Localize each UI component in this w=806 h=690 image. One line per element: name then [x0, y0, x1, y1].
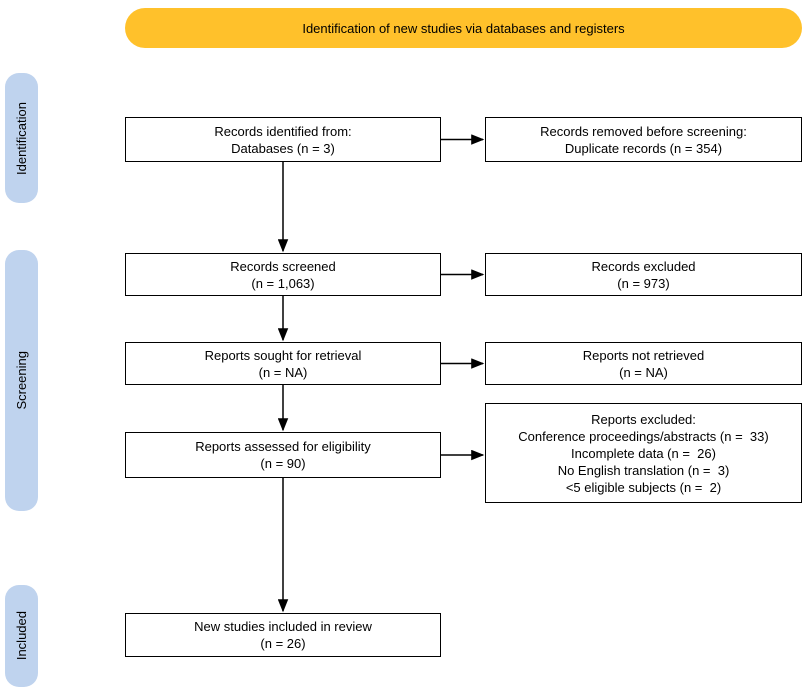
box-records-excluded-line-1: Records excluded	[591, 258, 696, 274]
stage-label-screening: Screening	[5, 250, 38, 511]
box-reports-excluded: Reports excluded: Conference proceedings…	[485, 403, 802, 503]
box-records-screened-line-2: (n = 1,063)	[251, 275, 315, 291]
stage-label-identification: Identification	[5, 73, 38, 203]
box-new-studies-included-line-1: New studies included in review	[194, 619, 372, 634]
box-reports-excluded-line-3: Incomplete data (n = 26)	[571, 445, 716, 461]
stage-label-included-text: Included	[14, 611, 29, 661]
box-reports-assessed-line-2: (n = 90)	[260, 456, 306, 471]
box-records-identified: Records identified from: Databases (n = …	[125, 117, 441, 162]
box-reports-sought-line-1: Reports sought for retrieval	[204, 347, 362, 363]
box-reports-excluded-line-4: No English translation (n = 3)	[557, 462, 730, 478]
box-reports-excluded-line-2: Conference proceedings/abstracts (n = 33…	[518, 428, 769, 444]
box-reports-assessed-line-1: Reports assessed for eligibility	[195, 439, 371, 454]
banner-label: Identification of new studies via databa…	[302, 20, 625, 36]
box-records-excluded: Records excluded (n = 973)	[485, 253, 802, 296]
box-records-screened-line-1: Records screened	[230, 258, 336, 274]
box-records-identified-line-2: Databases (n = 3)	[231, 140, 335, 156]
box-reports-not-retrieved-line-1: Reports not retrieved	[582, 347, 705, 363]
box-reports-assessed: Reports assessed for eligibility (n = 90…	[125, 432, 441, 478]
box-new-studies-included-line-2: (n = 26)	[260, 636, 306, 651]
banner: Identification of new studies via databa…	[125, 8, 802, 48]
box-records-identified-line-1: Records identified from:	[214, 123, 352, 139]
stage-label-identification-text: Identification	[14, 101, 29, 175]
box-reports-not-retrieved: Reports not retrieved (n = NA)	[485, 342, 802, 385]
box-new-studies-included: New studies included in review (n = 26)	[125, 613, 441, 657]
box-records-removed-line-2: Duplicate records (n = 354)	[564, 140, 723, 156]
box-records-excluded-line-2: (n = 973)	[617, 275, 670, 291]
box-reports-excluded-line-5: <5 eligible subjects (n = 2)	[565, 479, 722, 495]
box-records-removed-line-1: Records removed before screening:	[540, 123, 747, 139]
stage-label-screening-text: Screening	[14, 351, 29, 410]
box-records-screened: Records screened (n = 1,063)	[125, 253, 441, 296]
box-reports-sought-line-2: (n = NA)	[258, 364, 308, 380]
box-reports-excluded-line-1: Reports excluded:	[591, 411, 696, 427]
stage-label-included: Included	[5, 585, 38, 687]
box-records-removed: Records removed before screening: Duplic…	[485, 117, 802, 162]
box-reports-sought: Reports sought for retrieval (n = NA)	[125, 342, 441, 385]
box-reports-not-retrieved-line-2: (n = NA)	[619, 364, 668, 380]
